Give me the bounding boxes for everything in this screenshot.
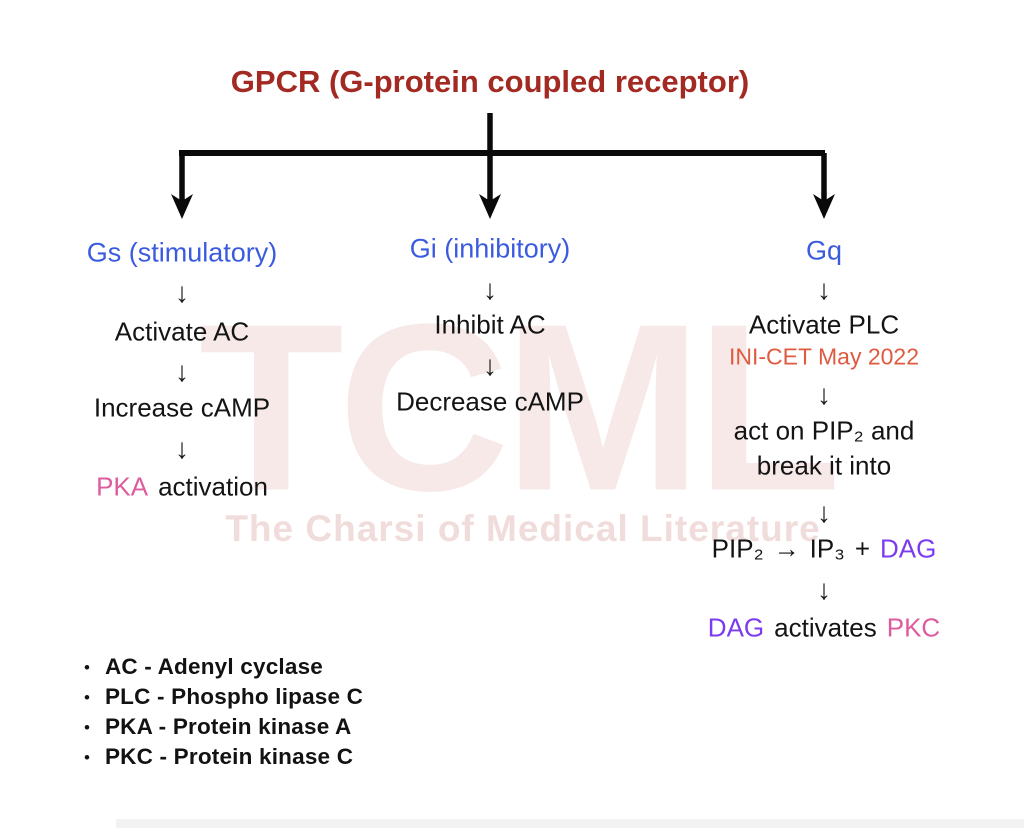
gs-step-increase-camp: Increase cAMP <box>93 392 271 423</box>
legend-item-pkc: • PKC - Protein kinase C <box>84 742 363 772</box>
down-arrow-icon: ↓ <box>817 497 831 528</box>
down-arrow-icon: ↓ <box>483 274 497 305</box>
center-arrowhead <box>479 194 501 219</box>
abbreviation-legend: • AC - Adenyl cyclase • PLC - Phospho li… <box>84 652 363 772</box>
bullet-icon: • <box>84 747 90 767</box>
down-arrow-icon: ↓ <box>483 350 497 381</box>
gi-branch-header: Gi (inhibitory) <box>409 233 571 264</box>
gq-step-act-on-pip2-line1: act on PIP₂ and <box>733 415 915 446</box>
gi-step-decrease-camp: Decrease cAMP <box>396 386 584 417</box>
dag-highlight: DAG <box>880 533 937 564</box>
watermark-logo-text: TCML <box>198 275 842 541</box>
pip2-text: PIP₂ <box>711 533 764 564</box>
gi-step-inhibit-ac: Inhibit AC <box>434 309 546 340</box>
legend-item-label: PLC - Phospho lipase C <box>104 684 364 709</box>
bottom-edge-artifact <box>116 819 1024 828</box>
down-arrow-icon: ↓ <box>175 433 189 464</box>
down-arrow-icon: ↓ <box>175 356 189 387</box>
gs-step-pka-activation: PKA activation <box>96 472 268 503</box>
bullet-icon: • <box>84 687 90 707</box>
down-arrow-icon: ↓ <box>817 379 831 410</box>
legend-item-plc: • PLC - Phospho lipase C <box>84 682 363 712</box>
exam-reference-tag: INI-CET May 2022 <box>728 343 920 370</box>
plus-sign: + <box>854 533 870 564</box>
gq-step-pip2-split: PIP₂ → IP₃ + DAG <box>712 534 937 565</box>
pka-activation-text: activation <box>158 471 268 502</box>
pka-highlight: PKA <box>96 471 149 502</box>
pkc-highlight: PKC <box>886 612 941 643</box>
legend-item-label: AC - Adenyl cyclase <box>104 654 324 679</box>
diagram-title: GPCR (G-protein coupled receptor) <box>230 64 750 99</box>
legend-item-label: PKC - Protein kinase C <box>104 744 354 769</box>
dag-highlight: DAG <box>707 612 765 643</box>
down-arrow-icon: ↓ <box>817 274 831 305</box>
right-arrow-icon: → <box>773 533 800 564</box>
ip3-text: IP₃ <box>809 533 845 564</box>
legend-item-label: PKA - Protein kinase A <box>104 714 352 739</box>
down-arrow-icon: ↓ <box>175 277 189 308</box>
legend-item-ac: • AC - Adenyl cyclase <box>84 652 363 682</box>
left-arrowhead <box>171 194 193 219</box>
watermark-tagline: The Charsi of Medical Literature <box>225 508 821 549</box>
gq-step-dag-activates-pkc: DAG activates PKC <box>708 613 940 644</box>
gq-branch-header: Gq <box>805 235 843 266</box>
gq-step-activate-plc: Activate PLC <box>748 309 900 340</box>
gs-step-activate-ac: Activate AC <box>114 316 250 347</box>
legend-item-pka: • PKA - Protein kinase A <box>84 712 363 742</box>
activates-text: activates <box>774 612 877 643</box>
down-arrow-icon: ↓ <box>817 574 831 605</box>
gs-branch-header: Gs (stimulatory) <box>86 237 278 268</box>
gq-step-act-on-pip2-line2: break it into <box>756 450 892 481</box>
right-arrowhead <box>813 194 835 219</box>
bullet-icon: • <box>84 717 90 737</box>
bullet-icon: • <box>84 657 90 677</box>
